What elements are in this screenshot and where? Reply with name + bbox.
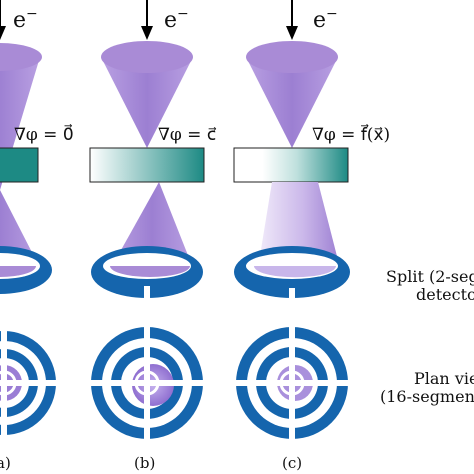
- panel-a: e− ∇φ = 0⃗ a): [0, 0, 74, 472]
- phase-plate-c: [233, 147, 349, 183]
- beam-cone-upper-b: [101, 57, 193, 148]
- plan-view-label-line1: Plan vie: [414, 369, 474, 388]
- electron-label-a: e−: [13, 6, 38, 33]
- beam-cone-lower-c: [258, 182, 340, 268]
- panel-c: e− ∇φ = f⃗(x⃗) (c): [232, 0, 390, 472]
- plan-view-c: [232, 323, 352, 443]
- phase-plate-b: [89, 147, 205, 183]
- plan-view-a: [0, 327, 60, 439]
- panel-b: e− ∇φ = c⃗ (b): [87, 0, 217, 472]
- beam-cone-lower-b: [111, 182, 193, 268]
- beam-top-ellipse-c: [246, 41, 338, 73]
- beam-spot-b: [110, 266, 190, 277]
- beam-spot-c: [254, 266, 336, 278]
- split-gap-c: [289, 288, 295, 318]
- electron-arrowhead-c: [286, 26, 298, 40]
- phase-plate-a: [0, 147, 39, 183]
- grad-label-c: ∇φ = f⃗(x⃗): [312, 124, 390, 145]
- plan-view-label-line2: (16-segment: [380, 387, 474, 406]
- beam-top-ellipse-b: [101, 41, 193, 73]
- split-detector-label-line2: detecto: [416, 285, 474, 304]
- plan-view-b: [87, 323, 207, 443]
- caption-c: (c): [282, 454, 302, 472]
- grad-label-b: ∇φ = c⃗: [158, 125, 217, 145]
- caption-a: a): [0, 454, 11, 472]
- split-detector-label-line1: Split (2-seg: [386, 267, 474, 286]
- electron-arrowhead-b: [141, 26, 153, 40]
- beam-top-ellipse-a: [0, 43, 42, 71]
- beam-spot-a: [0, 266, 36, 277]
- electron-label-b: e−: [164, 6, 189, 33]
- beam-cone-upper-c: [246, 57, 338, 148]
- electron-label-c: e−: [313, 6, 338, 33]
- grad-label-a: ∇φ = 0⃗: [14, 124, 74, 145]
- electron-arrowhead-a: [0, 26, 6, 40]
- split-gap-lower-b: [144, 290, 150, 318]
- caption-b: (b): [134, 454, 155, 472]
